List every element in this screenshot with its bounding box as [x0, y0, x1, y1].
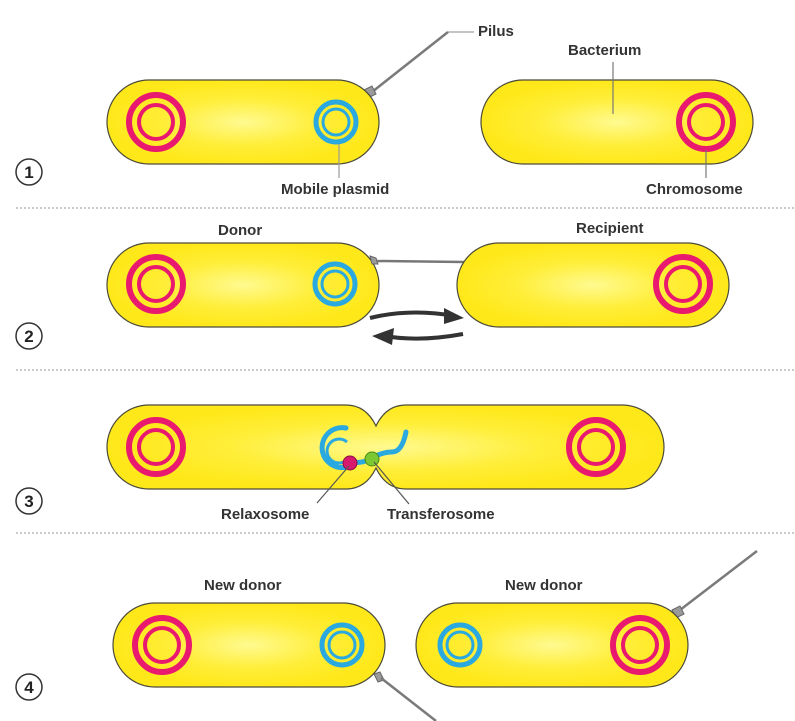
- new-donor-cell: [112, 602, 386, 688]
- bacterium-cell: [480, 79, 754, 165]
- plasmid-icon: [437, 622, 483, 668]
- step-number: 4: [24, 678, 34, 697]
- pilus-label: Pilus: [478, 23, 514, 40]
- relaxosome-icon: [342, 455, 358, 471]
- new-donor-right-label: New donor: [505, 577, 583, 594]
- step-number-badge: [15, 487, 43, 515]
- recipient-label: Recipient: [576, 220, 644, 237]
- pilus: [363, 31, 474, 99]
- transferosome-label: Transferosome: [387, 506, 495, 523]
- chromosome-icon: [126, 254, 186, 314]
- bacterium-label: Bacterium: [568, 42, 641, 59]
- chromosome-icon: [566, 417, 626, 477]
- chromosome-icon: [126, 417, 186, 477]
- exchange-arrows-icon: [369, 308, 464, 345]
- bacterium-cell: [106, 79, 380, 165]
- step-1: Pilus Bacterium Mobile plasmid Chromosom…: [15, 23, 754, 198]
- step-number: 3: [24, 492, 33, 511]
- relaxosome-label: Relaxosome: [221, 506, 309, 523]
- chromosome-icon: [126, 92, 186, 152]
- donor-label: Donor: [218, 222, 262, 239]
- step-number: 1: [24, 163, 33, 182]
- new-donor-cell: [415, 602, 689, 688]
- chromosome-icon: [676, 92, 736, 152]
- pilus: [671, 550, 758, 619]
- mobile-plasmid-label: Mobile plasmid: [281, 181, 389, 198]
- step-number-badge: [15, 158, 43, 186]
- step-number: 2: [24, 327, 33, 346]
- plasmid-icon: [312, 261, 358, 307]
- chromosome-icon: [132, 615, 192, 675]
- step-3: Relaxosome Transferosome 3: [15, 404, 665, 523]
- plasmid-icon: [319, 622, 365, 668]
- step-2: Donor Recipient 2: [15, 220, 730, 350]
- pilus-bridge: [369, 255, 465, 265]
- plasmid-icon: [313, 99, 359, 145]
- step-number-badge: [15, 322, 43, 350]
- conjugating-cells: [106, 404, 665, 490]
- chromosome-label: Chromosome: [646, 181, 743, 198]
- pilus: [373, 671, 437, 721]
- step-4: New donor New donor 4: [15, 550, 758, 721]
- transferosome-icon: [364, 451, 380, 467]
- chromosome-icon: [610, 615, 670, 675]
- step-number-badge: [15, 673, 43, 701]
- chromosome-icon: [653, 254, 713, 314]
- new-donor-left-label: New donor: [204, 577, 282, 594]
